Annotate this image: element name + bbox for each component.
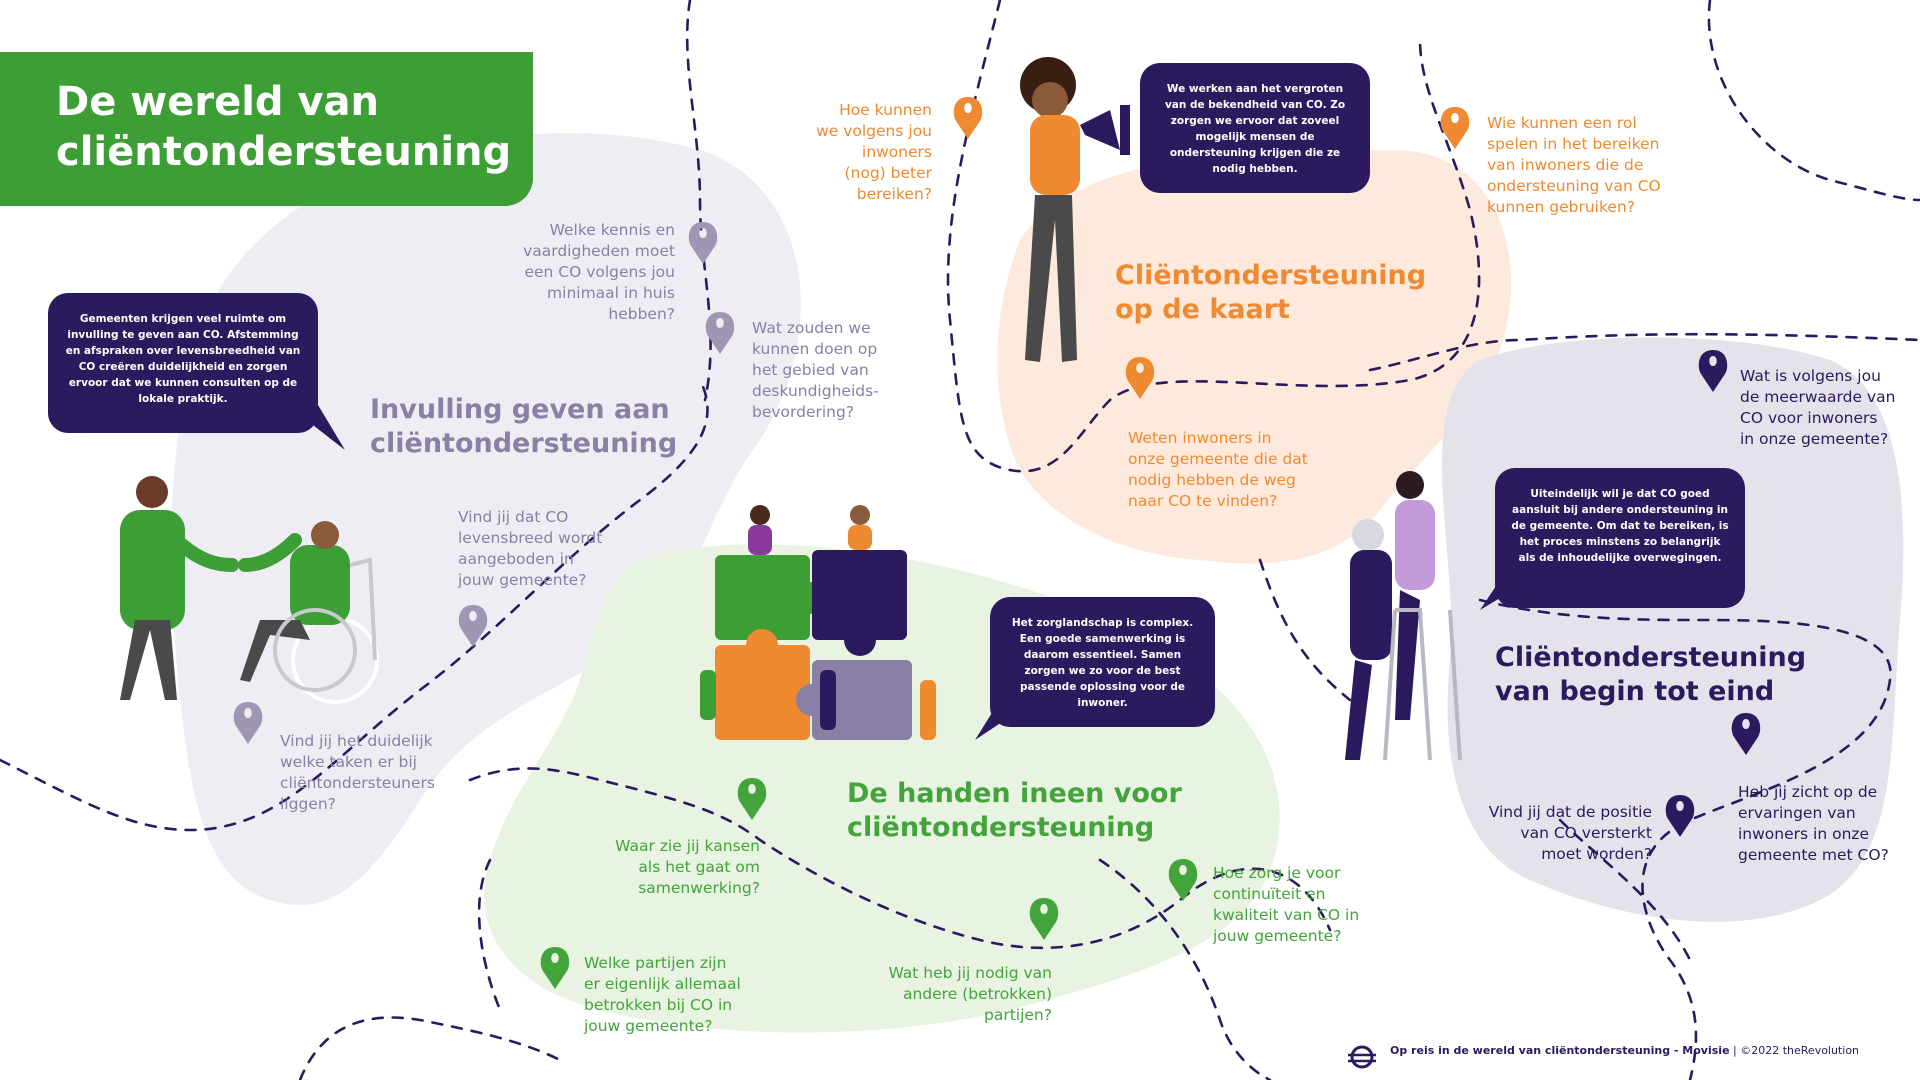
bubble-bekendheid: We werken aan het vergroten van de beken…	[1140, 63, 1370, 193]
heading-begin: Cliëntondersteuning van begin tot eind	[1495, 642, 1807, 707]
page-title-line-1: De wereld van	[56, 79, 380, 125]
puzzle-icon	[700, 505, 936, 740]
megaphone-icon	[1020, 57, 1130, 362]
heading-invulling: Invulling geven aan cliëntondersteuning	[370, 394, 678, 459]
title-banner: De wereld van cliëntondersteuning	[0, 52, 533, 206]
bubble-zorglandschap: Het zorglandschap is complex. Een goede …	[990, 597, 1215, 727]
page-title-line-2: cliëntondersteuning	[56, 129, 512, 175]
handshake-icon	[120, 476, 377, 700]
walker-icon	[1345, 471, 1462, 761]
bubble-uiteindelijk: Uiteindelijk wil je dat CO goed aansluit…	[1495, 468, 1745, 608]
heading-kaart: Cliëntondersteuning op de kaart	[1115, 260, 1427, 325]
footer-credit: Op reis in de wereld van cliëntondersteu…	[1390, 1044, 1860, 1057]
blob-invulling	[171, 132, 801, 906]
blob-kaart	[997, 150, 1512, 564]
heading-handen: De handen ineen voor cliëntondersteuning	[847, 778, 1182, 843]
logo-icon	[1348, 1045, 1376, 1069]
bubble-gemeenten: Gemeenten krijgen veel ruimte om invulli…	[48, 293, 318, 433]
